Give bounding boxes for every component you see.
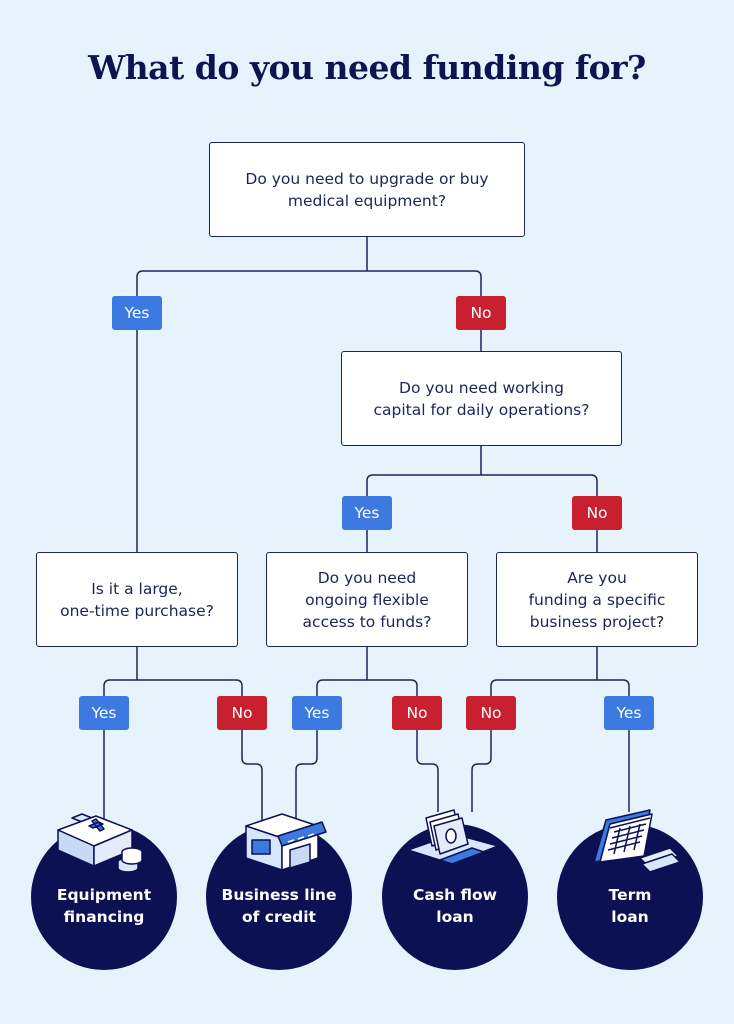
no-badge: No — [217, 696, 267, 730]
question-line: access to funds? — [302, 612, 432, 631]
outcome-label: Cash flow — [413, 886, 497, 904]
yes-badge: Yes — [292, 696, 342, 730]
yes-badge: Yes — [342, 496, 392, 530]
outcome-label: financing — [63, 908, 145, 927]
question-flexible-access: Do you need ongoing flexible access to f… — [266, 552, 468, 647]
outcome-label: Equipment — [56, 886, 152, 904]
outcome-label: of credit — [242, 908, 316, 927]
outcome-label: Term — [608, 886, 652, 904]
question-specific-project: Are you funding a specific business proj… — [496, 552, 698, 647]
connector-q4-no-to-cashflow — [416, 730, 439, 812]
connector-q4-split — [316, 647, 418, 696]
question-large-purchase: Is it a large, one-time purchase? — [36, 552, 238, 647]
question-line: funding a specific — [528, 590, 666, 609]
question-medical-equipment: Do you need to upgrade or buy medical eq… — [209, 142, 525, 237]
question-line: one-time purchase? — [60, 601, 214, 620]
storefront-icon — [245, 813, 327, 871]
calendar-icon — [593, 809, 681, 873]
medical-kit-icon — [57, 813, 143, 873]
cash-card-icon — [407, 809, 499, 865]
question-line: Are you — [567, 568, 627, 587]
question-working-capital: Do you need working capital for daily op… — [341, 351, 622, 446]
connector-q4-yes-to-loc — [295, 730, 318, 822]
outcome-label: loan — [611, 908, 649, 927]
question-line: Do you need working — [399, 378, 564, 397]
connector-q3-split — [103, 647, 243, 696]
no-badge: No — [392, 696, 442, 730]
yes-badge: Yes — [112, 296, 162, 330]
yes-badge: Yes — [79, 696, 129, 730]
outcome-label: Business line — [221, 886, 337, 904]
connector-q5-no-to-cashflow — [471, 730, 492, 812]
no-badge: No — [456, 296, 506, 330]
yes-badge: Yes — [604, 696, 654, 730]
question-line: Is it a large, — [91, 579, 183, 598]
no-badge: No — [466, 696, 516, 730]
no-badge: No — [572, 496, 622, 530]
question-line: ongoing flexible — [305, 590, 429, 609]
question-line: medical equipment? — [287, 191, 447, 210]
outcome-label: loan — [436, 908, 474, 927]
connector-q5-split — [490, 647, 630, 696]
connector-q2-split — [366, 446, 598, 496]
connector-q1-split — [136, 237, 482, 296]
question-line: capital for daily operations? — [373, 400, 590, 419]
question-line: business project? — [529, 612, 665, 631]
connector-q3-no-to-loc — [241, 730, 263, 822]
page-title: What do you need funding for? — [88, 48, 646, 87]
question-line: Do you need — [317, 568, 417, 587]
question-line: Do you need to upgrade or buy — [245, 169, 489, 188]
